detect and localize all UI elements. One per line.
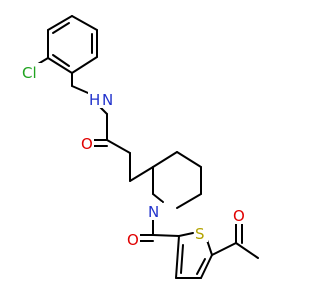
- bond: [176, 193, 202, 209]
- bond: [211, 242, 237, 256]
- bond: [178, 232, 194, 237]
- bond-layer: [37, 15, 259, 279]
- atom-acetyl-oxygen: O: [232, 206, 246, 225]
- molecule-canvas: Cl H N O N O S O: [20, 15, 259, 279]
- atom-carbonyl-oxygen: O: [126, 230, 140, 249]
- atom-amide-hydrogen-label: H: [89, 91, 100, 109]
- atom-ring-nitrogen-label: N: [148, 203, 159, 221]
- bond: [106, 139, 131, 154]
- bond: [47, 15, 73, 31]
- atom-amide-oxygen-label: O: [81, 135, 93, 153]
- bond: [99, 106, 108, 115]
- atom-ring-nitrogen: N: [146, 202, 162, 221]
- atom-chlorine: Cl: [20, 63, 44, 82]
- atom-chlorine-label: Cl: [22, 64, 37, 82]
- structure-drawing: Cl H N O N O S O: [20, 15, 259, 279]
- bond-double-inner: [196, 258, 206, 275]
- bond: [152, 193, 164, 203]
- bond: [235, 242, 259, 259]
- bond: [176, 151, 202, 168]
- bond-double-inner: [52, 22, 70, 34]
- atom-labels: Cl H N O N O S O: [20, 63, 246, 249]
- bond-double-inner: [180, 244, 184, 274]
- bond: [71, 56, 98, 74]
- atom-carbonyl-oxygen-label: O: [127, 231, 139, 249]
- bond: [175, 235, 180, 279]
- atom-amide-nitrogen-label: N: [102, 91, 113, 109]
- bond: [200, 254, 213, 279]
- atom-amide-nitrogen: H N: [88, 90, 116, 109]
- atom-thiophene-sulfur: S: [194, 224, 208, 243]
- bond: [47, 57, 73, 74]
- bond: [152, 234, 180, 237]
- atom-acetyl-oxygen-label: O: [233, 207, 245, 225]
- bond: [152, 151, 178, 168]
- bond: [206, 239, 213, 256]
- bond: [71, 15, 98, 31]
- atom-thiophene-sulfur-label: S: [195, 225, 205, 243]
- atom-amide-oxygen: O: [80, 134, 94, 153]
- bond-double-inner: [52, 54, 70, 67]
- bond: [129, 166, 154, 182]
